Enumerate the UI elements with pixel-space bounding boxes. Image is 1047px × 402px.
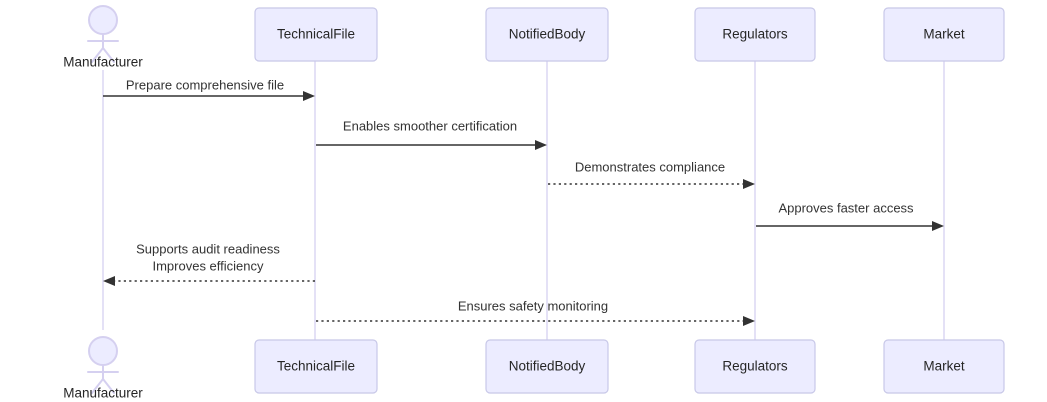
message-5[interactable]: Supports audit readiness Improves effici… [103,241,315,286]
actor-head-icon-bottom [88,336,118,366]
message-1-arrowhead [303,91,315,101]
participant-label-regulators-bottom: Regulators [722,359,788,374]
message-3-label: Demonstrates compliance [575,159,725,174]
message-6-label: Ensures safety monitoring [458,298,608,313]
participant-box-notifiedbody-top[interactable] [485,7,609,62]
participant-label-manufacturer-bottom: Manufacturer [63,386,143,401]
participant-footer-market[interactable]: Market [883,339,1005,394]
message-1[interactable]: Prepare comprehensive file [103,77,315,101]
actor-body-icon-bottom [87,364,119,394]
message-4-arrowhead [932,221,944,231]
message-4[interactable]: Approves faster access [756,200,944,231]
participant-footer-regulators[interactable]: Regulators [694,339,816,394]
participant-label-regulators-top: Regulators [722,27,788,42]
participant-header-technicalfile[interactable]: TechnicalFile [254,7,378,62]
message-1-label: Prepare comprehensive file [126,77,284,92]
message-2[interactable]: Enables smoother certification [316,118,547,150]
actor-head-icon [88,5,118,35]
participant-footer-manufacturer[interactable]: Manufacturer [63,336,143,401]
participant-box-market-bottom[interactable] [883,339,1005,394]
participant-header-notifiedbody[interactable]: NotifiedBody [485,7,609,62]
message-3-arrowhead [743,179,755,189]
participant-label-manufacturer-top: Manufacturer [63,55,143,70]
message-6-arrowhead [743,316,755,326]
participant-label-market-top: Market [923,27,965,42]
message-5-arrowhead [103,276,115,286]
message-2-arrowhead [535,140,547,150]
message-6[interactable]: Ensures safety monitoring [316,298,755,326]
actor-body-icon [87,33,119,63]
message-2-label: Enables smoother certification [343,118,517,133]
participant-footer-technicalfile[interactable]: TechnicalFile [254,339,378,394]
message-5-label-line1: Supports audit readiness [136,241,280,256]
participant-label-notifiedbody-bottom: NotifiedBody [509,359,586,374]
message-5-label-line2: Improves efficiency [152,258,264,273]
participant-header-manufacturer[interactable]: Manufacturer [63,5,143,70]
participant-box-technicalfile-top[interactable] [254,7,378,62]
participant-header-market[interactable]: Market [883,7,1005,62]
message-3[interactable]: Demonstrates compliance [548,159,755,189]
participant-label-technicalfile-bottom: TechnicalFile [277,359,355,374]
participant-box-regulators-top[interactable] [694,7,816,62]
participant-label-technicalfile-top: TechnicalFile [277,27,355,42]
participant-header-regulators[interactable]: Regulators [694,7,816,62]
participant-box-notifiedbody-bottom[interactable] [485,339,609,394]
participant-box-market-top[interactable] [883,7,1005,62]
participant-box-regulators-bottom[interactable] [694,339,816,394]
participant-label-notifiedbody-top: NotifiedBody [509,27,586,42]
participant-box-technicalfile-bottom[interactable] [254,339,378,394]
lifelines-layer [102,61,945,340]
participant-footer-notifiedbody[interactable]: NotifiedBody [485,339,609,394]
message-4-label: Approves faster access [778,200,914,215]
participant-label-market-bottom: Market [923,359,965,374]
